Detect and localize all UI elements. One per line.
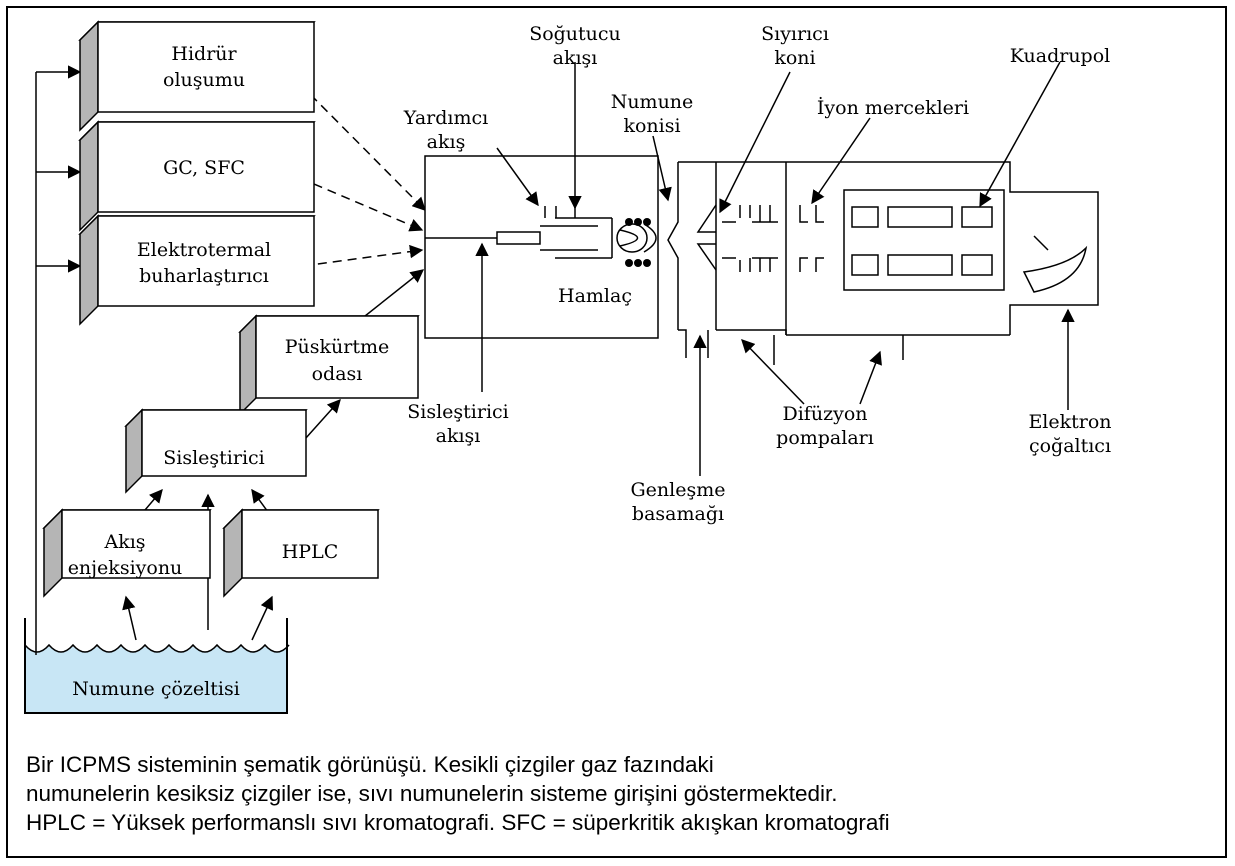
label-quadrupole: Kuadrupol — [1010, 45, 1111, 67]
box-electrothermal-line2: buharlaştırıcı — [139, 265, 269, 287]
torch-assembly — [424, 155, 659, 339]
label-coolant-flow-1: Soğutucu — [529, 23, 621, 45]
pointer-arrows — [475, 61, 1075, 476]
gas-phase-arrows — [299, 83, 426, 267]
box-spray-line2: odası — [312, 363, 363, 385]
box-electrothermal: Elektrotermal buharlaştırıcı — [78, 214, 316, 326]
caption-line-1: Bir ICPMS sisteminin şematik görünüşü. K… — [26, 752, 714, 777]
liquid-surface — [24, 643, 290, 653]
label-sample-cone-2: konisi — [623, 115, 680, 137]
label-nebulizer-flow-1: Sisleştirici — [407, 401, 509, 423]
box-hplc-label: HPLC — [282, 541, 339, 563]
box-flow-injection: Akış enjeksiyonu — [42, 508, 212, 598]
box-flowinj-line1: Akış — [103, 531, 145, 553]
box-hydride-line2: oluşumu — [163, 69, 245, 91]
label-expansion-stage-2: basamağı — [632, 503, 724, 525]
liquid-fill — [25, 647, 287, 713]
label-electron-multiplier-2: çoğaltıcı — [1029, 435, 1111, 457]
torch-coil-dots — [625, 218, 651, 267]
box-electrothermal-line1: Elektrotermal — [137, 239, 271, 261]
box-hydride: Hidrür oluşumu — [78, 20, 316, 132]
label-nebulizer-flow-2: akışı — [436, 425, 481, 447]
label-ion-lenses: İyon mercekleri — [817, 96, 969, 119]
label-torch: Hamlaç — [558, 285, 632, 307]
label-skimmer-2: koni — [774, 47, 815, 69]
label-diffusion-pumps-1: Difüzyon — [783, 403, 868, 425]
component-labels: Soğutucu akışı Yardımcı akış Numune koni… — [403, 23, 1112, 525]
container-walls — [24, 618, 288, 714]
label-aux-flow-2: akış — [427, 131, 466, 153]
caption-line-2: numunelerin kesiksiz çizgiler ise, sıvı … — [26, 781, 838, 806]
figure-caption: Bir ICPMS sisteminin şematik görünüşü. K… — [26, 750, 1216, 837]
label-sample-cone-1: Numune — [611, 91, 694, 113]
box-hydride-line1: Hidrür — [171, 43, 237, 65]
box-nebulizer: Sisleştirici — [124, 408, 308, 494]
label-coolant-flow-2: akışı — [553, 47, 598, 69]
label-electron-multiplier-1: Elektron — [1028, 411, 1111, 433]
sample-solution-container: Numune çözeltisi — [24, 618, 290, 714]
box-spray-line1: Püskürtme — [285, 336, 390, 358]
mass-spectrometer-body — [667, 161, 1099, 365]
label-skimmer-1: Sıyırıcı — [761, 23, 829, 45]
label-expansion-stage-1: Genleşme — [631, 479, 726, 501]
sample-solution-label: Numune çözeltisi — [72, 678, 240, 700]
label-aux-flow-1: Yardımcı — [403, 107, 488, 129]
box-spray-chamber: Püskürtme odası — [238, 314, 420, 416]
box-hplc: HPLC — [222, 508, 380, 598]
box-nebulizer-label: Sisleştirici — [163, 447, 265, 469]
box-flowinj-line2: enjeksiyonu — [68, 557, 183, 579]
label-diffusion-pumps-2: pompaları — [776, 427, 874, 449]
box-gc-sfc: GC, SFC — [78, 120, 316, 232]
caption-line-3: HPLC = Yüksek performanslı sıvı kromatog… — [26, 810, 890, 835]
box-gcsfc-label: GC, SFC — [163, 157, 245, 179]
